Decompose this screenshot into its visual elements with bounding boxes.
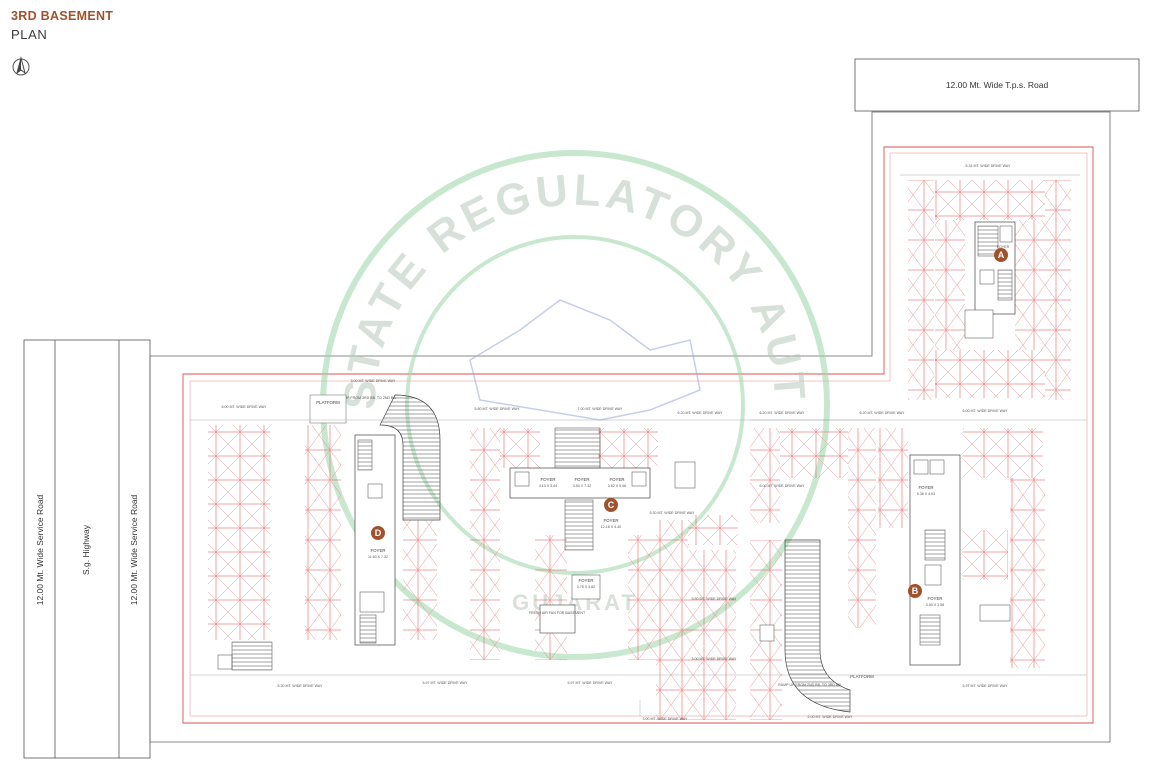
- core-b-foyer-size: 3.50 X 3.58: [926, 603, 944, 607]
- ramp-b-label: RAMP UP FROM 2ND BB. TO 3RD BB.: [778, 683, 842, 687]
- page-title: 3RD BASEMENT: [11, 9, 114, 23]
- drive-mid-c: 5.30 MT. WIDE DRIVE WAY: [650, 511, 696, 515]
- core-b: FOYER 5.36 X 4.03 B FOYER 3.50 X 3.58: [759, 454, 1011, 666]
- highway-label: S.g. Highway: [81, 524, 91, 575]
- north-arrow-icon: [12, 56, 30, 76]
- drive-bottom-c1: 5.97 MT. WIDE DRIVE WAY: [423, 681, 469, 685]
- core-a-foyer: FOYER: [997, 245, 1010, 249]
- foyer-b-top: FOYER: [918, 485, 933, 490]
- core-c-badge: C: [608, 500, 615, 510]
- top-road: 12.00 Mt. Wide T.p.s. Road: [854, 58, 1140, 112]
- left-service-road-label: 12.00 Mt. Wide Service Road: [35, 494, 45, 605]
- basement-outline: [182, 146, 1094, 724]
- drive-d-left: 6.00 MT. WIDE DRIVE WAY: [222, 405, 268, 409]
- drive-b-top: 6.20 MT. WIDE DRIVE WAY: [860, 411, 906, 415]
- ramp-d: RAMP UP FROM 3RD BB. TO 2ND BB.: [333, 394, 441, 521]
- core-c: FOYER 4.10 X 3.44 FOYER 3.50 X 7.32 FOYE…: [509, 427, 696, 634]
- foyer-c-right-size: 3.62 X 5.06: [608, 484, 626, 488]
- foyer-c-mid: FOYER: [574, 477, 589, 482]
- core-a: A FOYER: [964, 221, 1016, 339]
- core-d: PLATFORM D FOYER 11.60 X 7.32: [217, 394, 396, 671]
- foyer-b-top-size: 5.36 X 4.03: [917, 492, 935, 496]
- core-b-badge: B: [912, 586, 919, 596]
- drive-mid1: 6.20 MT. WIDE DRIVE WAY: [678, 411, 724, 415]
- core-d-foyer-size: 11.60 X 7.32: [368, 555, 388, 559]
- drive-c-top1: 7.00 MT. WIDE DRIVE WAY: [578, 407, 624, 411]
- core-c-foyer-size: 12.16 X 4.40: [601, 525, 621, 529]
- ramp-d-label: RAMP UP FROM 3RD BB. TO 2ND BB.: [333, 396, 397, 400]
- foyer-c-left-size: 4.10 X 3.44: [539, 484, 557, 488]
- top-road-label: 12.00 Mt. Wide T.p.s. Road: [946, 80, 1049, 90]
- core-b-foyer: FOYER: [927, 596, 942, 601]
- right-service-road-label: 12.00 Mt. Wide Service Road: [129, 494, 139, 605]
- foyer-c-mid-size: 3.50 X 7.32: [573, 484, 591, 488]
- foyer-c-low-size: 3.75 X 3.82: [577, 585, 595, 589]
- core-a-badge: A: [998, 250, 1005, 260]
- drive-right-top: 6.00 MT. WIDE DRIVE WAY: [963, 409, 1009, 413]
- drive-vert-1: 5.50 MT. WIDE DRIVE WAY: [692, 597, 738, 601]
- drive-mid2: 6.20 MT. WIDE DRIVE WAY: [760, 411, 806, 415]
- fresh-air-label: FRESH AIR FAN FOR BASEMENT: [529, 611, 586, 615]
- ramp-b: RAMP UP FROM 2ND BB. TO 3RD BB. PLATFORM: [778, 539, 874, 713]
- drive-c-top0: 5.80 MT. WIDE DRIVE WAY: [475, 407, 521, 411]
- page-subtitle: PLAN: [11, 27, 48, 42]
- drive-bottom-ramp: 2.00 MT. WIDE DRIVE WAY: [808, 715, 854, 719]
- platform-b-label: PLATFORM: [850, 674, 874, 679]
- drive-bottom-d: 5.30 MT. WIDE DRIVE WAY: [278, 684, 324, 688]
- core-d-foyer: FOYER: [370, 548, 385, 553]
- left-roads: 12.00 Mt. Wide Service Road S.g. Highway…: [23, 339, 151, 759]
- core-d-badge: D: [375, 528, 382, 538]
- drive-bottom-mid: 3.00 MT. WIDE DRIVE WAY: [643, 717, 689, 721]
- driveway-labels: 5.34 MT. WIDE DRIVE WAY 3.00 MT. WIDE DR…: [222, 164, 1012, 721]
- foyer-c-right: FOYER: [609, 477, 624, 482]
- interior-lines: [190, 174, 1087, 716]
- platform-d-label: PLATFORM: [316, 400, 340, 405]
- zone-c-parking: [470, 428, 738, 720]
- zone-a-parking: [908, 180, 1071, 400]
- drive-bottom-b: 5.97 MT. WIDE DRIVE WAY: [963, 684, 1009, 688]
- drive-bottom-c2: 5.97 MT. WIDE DRIVE WAY: [568, 681, 614, 685]
- drive-top-d: 3.00 MT. WIDE DRIVE WAY: [351, 379, 397, 383]
- foyer-c-low: FOYER: [578, 578, 593, 583]
- foyer-c-left: FOYER: [540, 477, 555, 482]
- site-boundary: [149, 111, 1111, 743]
- core-c-foyer: FOYER: [603, 518, 618, 523]
- drive-top-a: 5.34 MT. WIDE DRIVE WAY: [966, 164, 1012, 168]
- drive-mid-b1: 6.00 MT. WIDE DRIVE WAY: [760, 484, 806, 488]
- zone-d-parking: [208, 425, 437, 640]
- drive-vert-2: 3.00 MT. WIDE DRIVE WAY: [692, 657, 738, 661]
- zone-b-parking: [750, 428, 1045, 720]
